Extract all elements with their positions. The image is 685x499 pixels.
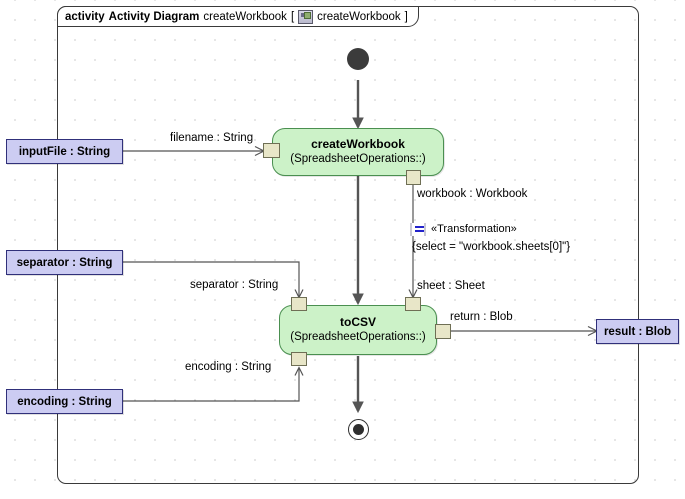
frame-diagram-ref: createWorkbook bbox=[317, 10, 401, 23]
input-pin-separator[interactable] bbox=[291, 297, 307, 311]
transformation-icon bbox=[410, 223, 426, 236]
activity-create-workbook-subtitle: (SpreadsheetOperations::) bbox=[290, 153, 426, 165]
frame-name: createWorkbook bbox=[203, 10, 287, 23]
activity-to-csv[interactable]: toCSV (SpreadsheetOperations::) bbox=[279, 305, 437, 355]
parameter-node-inputfile-label: inputFile : String bbox=[18, 145, 111, 158]
transformation-constraint: {select = "workbook.sheets[0]"} bbox=[412, 241, 571, 253]
input-pin-encoding[interactable] bbox=[291, 352, 307, 366]
edge-label-separator: separator : String bbox=[190, 279, 279, 291]
activity-create-workbook[interactable]: createWorkbook (SpreadsheetOperations::) bbox=[272, 128, 444, 176]
parameter-node-encoding[interactable]: encoding : String bbox=[6, 389, 123, 414]
activity-to-csv-title: toCSV bbox=[340, 315, 376, 329]
object-flow-separator-to-pin bbox=[122, 261, 299, 297]
parameter-node-encoding-label: encoding : String bbox=[17, 395, 112, 408]
input-pin-filename[interactable] bbox=[263, 143, 280, 158]
input-pin-sheet[interactable] bbox=[405, 297, 421, 311]
frame-type-label: Activity Diagram bbox=[108, 10, 200, 23]
activity-final-node-core bbox=[353, 424, 364, 435]
frame-keyword: activity bbox=[65, 10, 105, 23]
output-pin-workbook[interactable] bbox=[406, 170, 421, 185]
edge-label-workbook: workbook : Workbook bbox=[417, 188, 528, 200]
parameter-node-separator[interactable]: separator : String bbox=[6, 250, 123, 275]
output-pin-return[interactable] bbox=[435, 324, 451, 339]
edge-label-sheet: sheet : Sheet bbox=[417, 280, 485, 292]
activity-diagram-icon bbox=[298, 9, 314, 24]
edge-label-return: return : Blob bbox=[450, 311, 513, 323]
edge-label-encoding: encoding : String bbox=[185, 361, 272, 373]
initial-node[interactable] bbox=[347, 48, 369, 70]
parameter-node-inputfile[interactable]: inputFile : String bbox=[6, 139, 123, 164]
activity-create-workbook-title: createWorkbook bbox=[311, 137, 405, 151]
parameter-node-result[interactable]: result : Blob bbox=[596, 319, 679, 344]
object-flow-encoding-to-pin bbox=[122, 368, 299, 402]
activity-to-csv-subtitle: (SpreadsheetOperations::) bbox=[290, 331, 426, 343]
parameter-node-result-label: result : Blob bbox=[603, 325, 672, 338]
diagram-frame-header[interactable]: activity Activity Diagram createWorkbook… bbox=[57, 6, 419, 27]
transformation-stereotype: «Transformation» bbox=[431, 223, 517, 235]
frame-bracket-open: [ bbox=[290, 10, 295, 23]
edge-label-filename: filename : String bbox=[170, 132, 254, 144]
frame-bracket-close: ] bbox=[404, 10, 408, 23]
parameter-node-separator-label: separator : String bbox=[16, 256, 113, 269]
